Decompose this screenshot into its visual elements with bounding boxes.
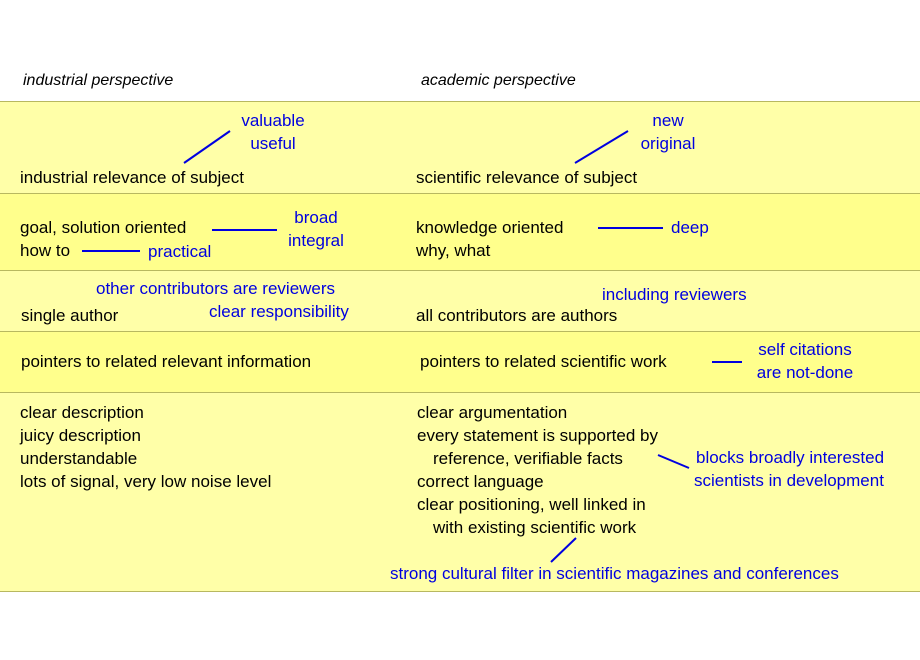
note-other-contributors: other contributors are reviewers (96, 279, 336, 298)
style-item: with existing scientific work (433, 518, 637, 537)
note-clear-responsibility: clear responsibility (209, 302, 349, 321)
academic-author-text: all contributors are authors (416, 306, 618, 325)
note-including-reviewers: including reviewers (602, 285, 747, 304)
note-integral: integral (288, 231, 344, 250)
academic-whywhat-text: why, what (416, 241, 491, 260)
industrial-perspective-header: industrial perspective (23, 72, 174, 89)
academic-knowledge-text: knowledge oriented (416, 218, 564, 237)
note-original: original (640, 134, 696, 153)
style-item: clear argumentation (417, 403, 568, 422)
style-item: correct language (417, 472, 544, 491)
note-practical: practical (148, 242, 212, 261)
note-scientists-development: scientists in development (694, 471, 884, 490)
industrial-howto-text: how to (20, 241, 71, 260)
note-valuable: valuable (241, 111, 305, 130)
style-item: understandable (20, 449, 138, 468)
style-item: every statement is supported by (417, 426, 658, 445)
orientation-row (0, 193, 920, 271)
style-item: reference, verifiable facts (433, 449, 623, 468)
industrial-relevance-text: industrial relevance of subject (20, 168, 244, 187)
industrial-pointers-text: pointers to related relevant information (21, 352, 312, 371)
academic-style-list: clear argumentation every statement is s… (417, 401, 658, 539)
relevance-row (0, 101, 920, 194)
note-blocks-interested: blocks broadly interested (696, 448, 885, 467)
note-useful: useful (250, 134, 296, 153)
industrial-goal-text: goal, solution oriented (20, 218, 187, 237)
academic-relevance-text: scientific relevance of subject (416, 168, 638, 187)
industrial-style-list: clear description juicy description unde… (20, 401, 271, 493)
academic-pointers-text: pointers to related scientific work (420, 352, 667, 371)
academic-relevance-note: new original (624, 109, 712, 155)
style-item: lots of signal, very low noise level (20, 472, 272, 491)
academic-perspective-header: academic perspective (421, 72, 576, 89)
style-item: juicy description (20, 426, 141, 445)
style-row (0, 392, 920, 592)
style-item: clear positioning, well linked in (417, 495, 646, 514)
note-cultural-filter: strong cultural filter in scientific mag… (390, 564, 839, 583)
references-row (0, 331, 920, 393)
note-not-done: are not-done (756, 363, 854, 382)
style-item: clear description (20, 403, 144, 422)
industrial-author-text: single author (21, 306, 119, 325)
authorship-row (0, 270, 920, 332)
academic-references-note: self citations are not-done (742, 338, 868, 384)
note-deep: deep (671, 218, 709, 237)
note-self-citations: self citations (758, 340, 852, 359)
note-broad: broad (294, 208, 338, 227)
industrial-orientation-note: broad integral (276, 206, 356, 252)
academic-facts-note: blocks broadly interested scientists in … (694, 446, 885, 492)
industrial-relevance-note: valuable useful (226, 109, 320, 155)
note-new: new (652, 111, 684, 130)
